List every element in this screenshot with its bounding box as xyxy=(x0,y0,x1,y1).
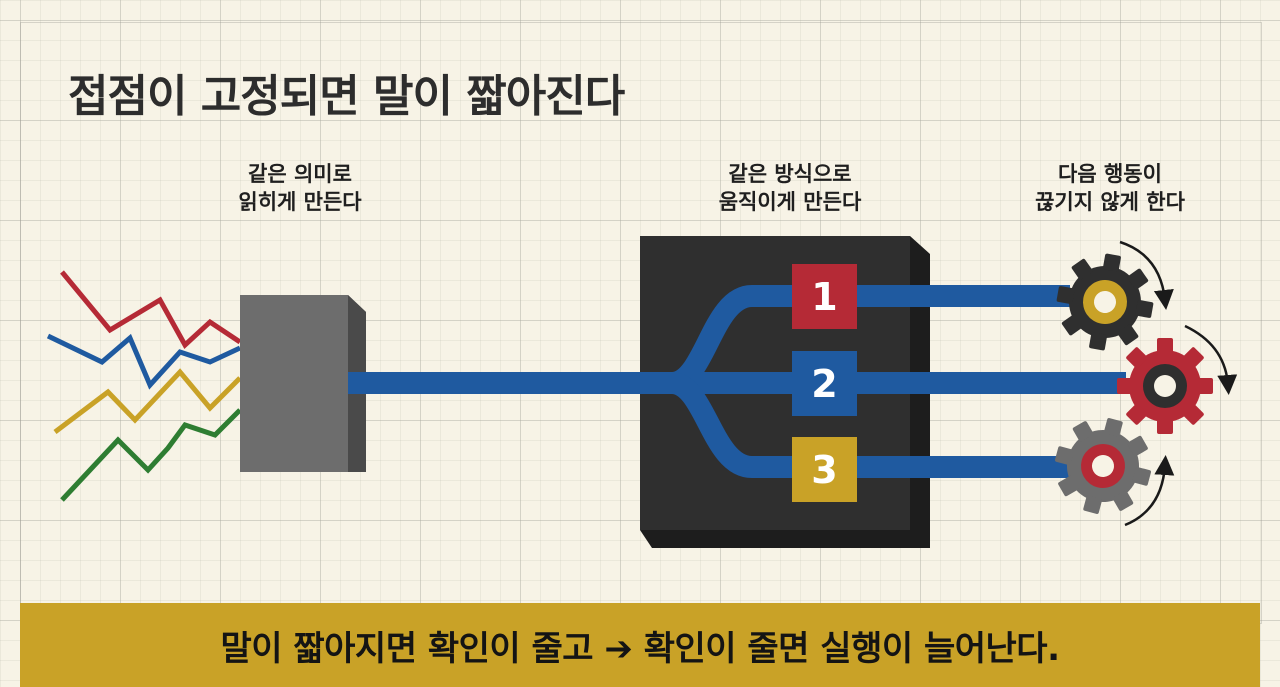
channel-number-1: 1 xyxy=(811,275,837,319)
main-pipe xyxy=(348,372,648,394)
channel-number-3: 3 xyxy=(811,448,837,492)
branch-pipes xyxy=(640,285,795,478)
caption-line: 같은 방식으로 xyxy=(728,162,852,186)
caption-line: 다음 행동이 xyxy=(1058,162,1162,186)
caption-line: 읽히게 만든다 xyxy=(238,190,362,214)
channel-box-2: 2 xyxy=(792,351,857,416)
channel-number-2: 2 xyxy=(811,362,837,406)
gear-icon xyxy=(1117,338,1213,434)
caption-line: 끊기지 않게 한다 xyxy=(1035,190,1185,214)
caption-line: 움직이게 만든다 xyxy=(718,190,862,214)
caption-line: 같은 의미로 xyxy=(248,162,352,186)
chaotic-line-yellow xyxy=(53,368,242,434)
gear-icon xyxy=(1044,407,1162,525)
output-pipe-2 xyxy=(856,372,1126,394)
output-pipe-3 xyxy=(856,456,1070,478)
caption-read-same-meaning: 같은 의미로 읽히게 만든다 xyxy=(200,160,400,216)
chaotic-line-red xyxy=(60,270,242,349)
caption-next-action-continuous: 다음 행동이 끊기지 않게 한다 xyxy=(1010,160,1210,216)
rotation-arrow-icon xyxy=(1184,324,1238,395)
caption-move-same-way: 같은 방식으로 움직이게 만든다 xyxy=(680,160,900,216)
channel-box-3: 3 xyxy=(792,437,857,502)
output-pipes xyxy=(856,285,1126,478)
chaotic-input-lines xyxy=(46,270,242,502)
rotation-arrow-icon xyxy=(1119,240,1174,310)
page-title: 접점이 고정되면 말이 짧아진다 xyxy=(68,71,625,122)
rotation-arrows xyxy=(1119,240,1238,527)
footer-text: 말이 짧아지면 확인이 줄고 ➔ 확인이 줄면 실행이 늘어난다. xyxy=(220,628,1060,669)
chaotic-line-blue xyxy=(46,333,242,390)
gear-icon xyxy=(1049,246,1161,358)
output-pipe-1 xyxy=(856,285,1070,307)
input-filter-box xyxy=(240,295,366,472)
rotation-arrow-icon xyxy=(1124,455,1175,527)
channel-box-1: 1 xyxy=(792,264,857,329)
chaotic-line-green xyxy=(60,408,242,502)
footer-banner: 말이 짧아지면 확인이 줄고 ➔ 확인이 줄면 실행이 늘어난다. xyxy=(20,603,1260,687)
